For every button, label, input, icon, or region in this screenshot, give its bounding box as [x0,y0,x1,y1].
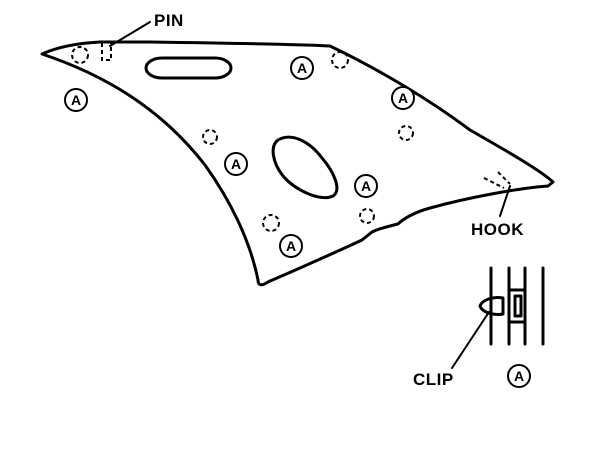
callout-a-2: A [290,56,314,80]
callout-a-3: A [391,86,415,110]
clip-location-3 [202,129,218,145]
clip-detail-inset [451,266,545,369]
leaf-opening [271,135,339,199]
svg-text:A: A [71,92,81,108]
svg-text:A: A [231,156,241,172]
hook-label: HOOK [471,220,524,239]
pin-marker [101,41,112,61]
callout-a-5: A [354,174,378,198]
callout-a-1: A [64,88,88,112]
clip-location-5 [262,214,280,232]
pin-label: PIN [154,11,184,30]
pin-leader-line [109,21,151,47]
hook-leader-line [499,185,511,217]
hook-marker [483,171,511,189]
panel-outline [40,40,555,287]
clip-location-2 [331,51,349,69]
svg-text:A: A [297,60,307,76]
clip-location-6 [359,208,375,224]
svg-text:A: A [398,90,408,106]
svg-text:A: A [361,178,371,194]
callout-a-4: A [224,152,248,176]
svg-text:A: A [286,238,296,254]
callout-a-7: A [507,364,531,388]
clip-label: CLIP [413,370,454,389]
clip-location-1 [71,46,89,64]
clip-location-4 [398,125,414,141]
svg-text:A: A [514,368,524,384]
oval-slot [144,56,233,80]
callout-a-6: A [279,234,303,258]
